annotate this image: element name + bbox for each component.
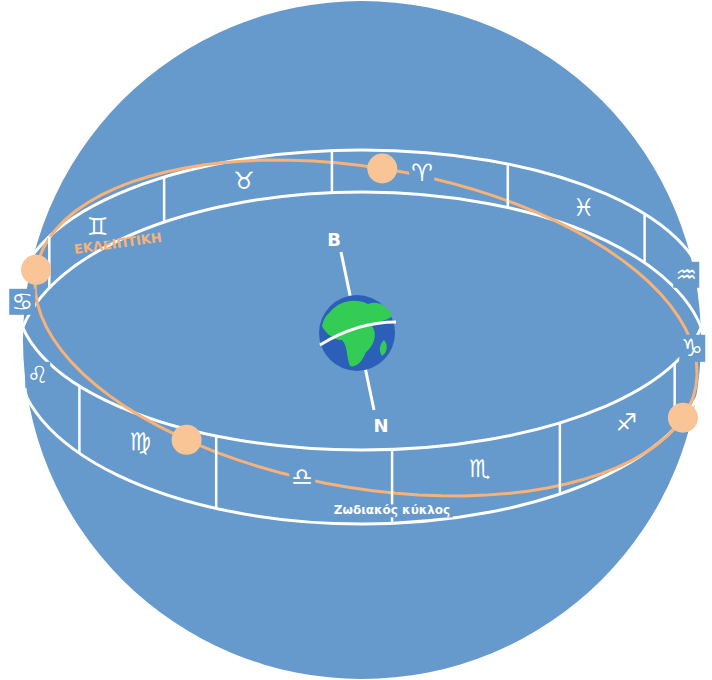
globe — [319, 295, 395, 371]
zodiac-sign: ♊ — [85, 214, 111, 240]
zodiac-sign: ♒ — [673, 262, 699, 288]
continents — [380, 340, 387, 356]
band-divider — [163, 177, 166, 222]
zodiac-sign: ♈ — [409, 160, 435, 186]
zodiac-sign: ♏ — [467, 456, 493, 482]
zodiac-sign: ♐ — [614, 409, 640, 435]
band-divider — [215, 436, 218, 509]
band-divider — [643, 214, 646, 263]
pole-label: Ν — [373, 416, 388, 436]
zodiac-sign: ♋ — [9, 288, 35, 314]
zodiac-sign: ♓ — [571, 195, 597, 221]
zodiac-band — [17, 150, 707, 524]
band-divider — [331, 151, 334, 193]
sphere — [23, 1, 701, 679]
band-label: Ζωδιακός κύκλος — [331, 504, 453, 517]
sun-dot — [21, 255, 51, 285]
sun-dot — [668, 403, 698, 433]
band-divider — [78, 386, 81, 453]
zodiac-sign: ♌ — [25, 362, 51, 388]
pole-label: Β — [327, 230, 341, 250]
equator — [320, 322, 396, 345]
zodiac-sign: ♎ — [289, 463, 315, 489]
band-divider — [704, 287, 707, 344]
band-divider — [17, 313, 20, 372]
zodiac-sign: ♍ — [127, 429, 153, 455]
zodiac-sign: ♑ — [679, 335, 705, 361]
earth — [319, 252, 396, 410]
band-divider — [559, 423, 562, 494]
sun-dot — [172, 425, 202, 455]
band-divider — [507, 164, 510, 207]
ecliptic-line — [35, 160, 697, 496]
sun-dot — [367, 153, 397, 183]
zodiac-sign: ♉ — [231, 167, 257, 193]
continents — [322, 301, 392, 367]
